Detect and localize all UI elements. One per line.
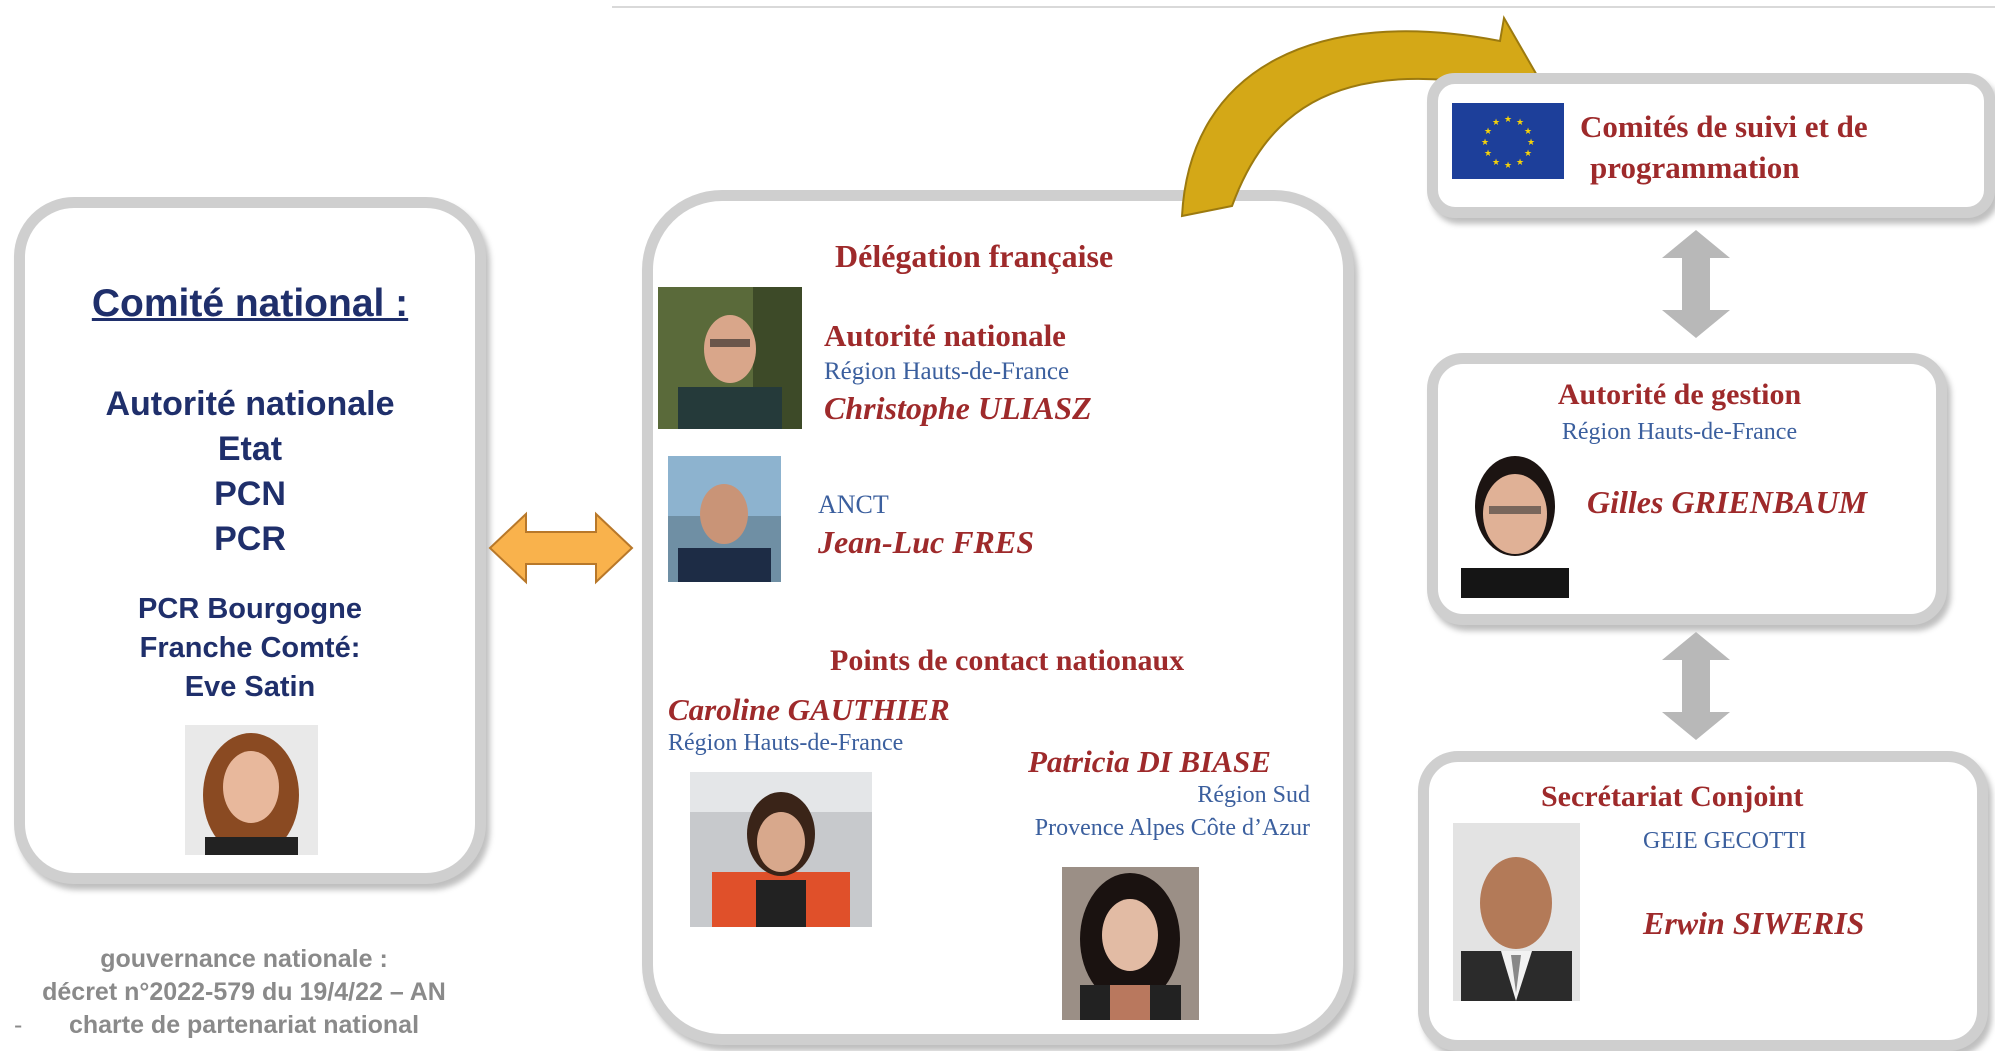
double-arrow-horizontal-icon bbox=[488, 511, 634, 590]
photo-christophe-uliasz bbox=[658, 287, 802, 429]
comites-line1: Comités de suivi et de bbox=[1580, 109, 1868, 144]
secretariat-org: GEIE GECOTTI bbox=[1643, 828, 1807, 854]
svg-text:★: ★ bbox=[1504, 161, 1512, 171]
photo-jean-luc-fres bbox=[668, 456, 781, 582]
autorite-gestion-name: Gilles GRIENBAUM bbox=[1587, 484, 1868, 520]
pcn1-org: Région Hauts-de-France bbox=[668, 730, 904, 756]
footer-line3-row: - charte de partenariat national bbox=[14, 1009, 474, 1042]
eu-flag-icon: ★ ★ ★ ★ ★ ★ ★ ★ ★ ★ ★ ★ bbox=[1452, 103, 1564, 184]
svg-text:★: ★ bbox=[1484, 127, 1492, 137]
footer-line1: gouvernance nationale : bbox=[100, 945, 388, 973]
pcr-title-line2: Franche Comté: bbox=[139, 632, 361, 664]
svg-text:★: ★ bbox=[1516, 118, 1524, 128]
comite-national-title: Comité national : bbox=[91, 282, 409, 325]
photo-erwin-siweris bbox=[1453, 823, 1580, 1001]
member-etat: Etat bbox=[217, 430, 283, 468]
svg-text:★: ★ bbox=[1492, 118, 1500, 128]
svg-text:★: ★ bbox=[1484, 149, 1492, 159]
svg-text:★: ★ bbox=[1504, 115, 1512, 125]
pcn2-org1: Région Sud bbox=[1197, 782, 1310, 808]
autorite-nationale-org: Région Hauts-de-France bbox=[824, 358, 1070, 385]
footer-notes: gouvernance nationale : décret n°2022-57… bbox=[14, 943, 474, 1042]
member-autorite-nationale: Autorité nationale bbox=[105, 385, 395, 423]
member-pcr: PCR bbox=[214, 520, 286, 558]
pcr-name: Eve Satin bbox=[184, 671, 316, 703]
footer-line2: décret n°2022-579 du 19/4/22 – AN bbox=[42, 978, 446, 1006]
anct-org: ANCT bbox=[818, 490, 889, 519]
anct-name: Jean-Luc FRES bbox=[818, 524, 1035, 560]
svg-text:★: ★ bbox=[1527, 138, 1535, 148]
pcn2-org2: Provence Alpes Côte d’Azur bbox=[1034, 815, 1310, 841]
svg-text:★: ★ bbox=[1524, 127, 1532, 137]
svg-text:★: ★ bbox=[1492, 158, 1500, 168]
double-arrow-vertical-icon bbox=[1660, 228, 1732, 345]
autorite-gestion-org: Région Hauts-de-France bbox=[1561, 419, 1798, 445]
photo-patricia-di-biase bbox=[1062, 867, 1199, 1020]
top-divider bbox=[612, 6, 1995, 8]
comites-line2: programmation bbox=[1590, 150, 1800, 185]
svg-text:★: ★ bbox=[1481, 138, 1489, 148]
national-members-list: Autorité nationale Etat PCN PCR bbox=[14, 382, 486, 562]
pcn1-name: Caroline GAUTHIER bbox=[668, 692, 950, 727]
photo-caroline-gauthier bbox=[690, 772, 872, 927]
points-contact-title: Points de contact nationaux bbox=[830, 644, 1185, 677]
double-arrow-vertical-icon bbox=[1660, 630, 1732, 747]
svg-text:★: ★ bbox=[1524, 149, 1532, 159]
pcn2-name: Patricia DI BIASE bbox=[1028, 744, 1271, 779]
autorite-gestion-title: Autorité de gestion bbox=[1557, 378, 1802, 411]
svg-text:★: ★ bbox=[1516, 158, 1524, 168]
pcr-title-line1: PCR Bourgogne bbox=[138, 593, 362, 625]
autorite-nationale-name: Christophe ULIASZ bbox=[824, 390, 1092, 426]
footer-line3: charte de partenariat national bbox=[68, 1011, 420, 1039]
footer-bullet: - bbox=[14, 1011, 23, 1039]
delegation-title: Délégation française bbox=[835, 238, 1114, 274]
autorite-nationale-title: Autorité nationale bbox=[824, 318, 1066, 353]
secretariat-name: Erwin SIWERIS bbox=[1643, 905, 1865, 941]
photo-eve-satin bbox=[185, 725, 318, 855]
member-pcn: PCN bbox=[214, 475, 286, 513]
photo-gilles-grienbaum bbox=[1455, 448, 1575, 598]
comites-title: Comités de suivi et de programmation bbox=[1580, 106, 1868, 188]
secretariat-title: Secrétariat Conjoint bbox=[1541, 780, 1804, 813]
pcr-bourgogne-block: PCR Bourgogne Franche Comté: Eve Satin bbox=[14, 590, 486, 707]
curved-arrow-icon bbox=[1170, 6, 1650, 231]
